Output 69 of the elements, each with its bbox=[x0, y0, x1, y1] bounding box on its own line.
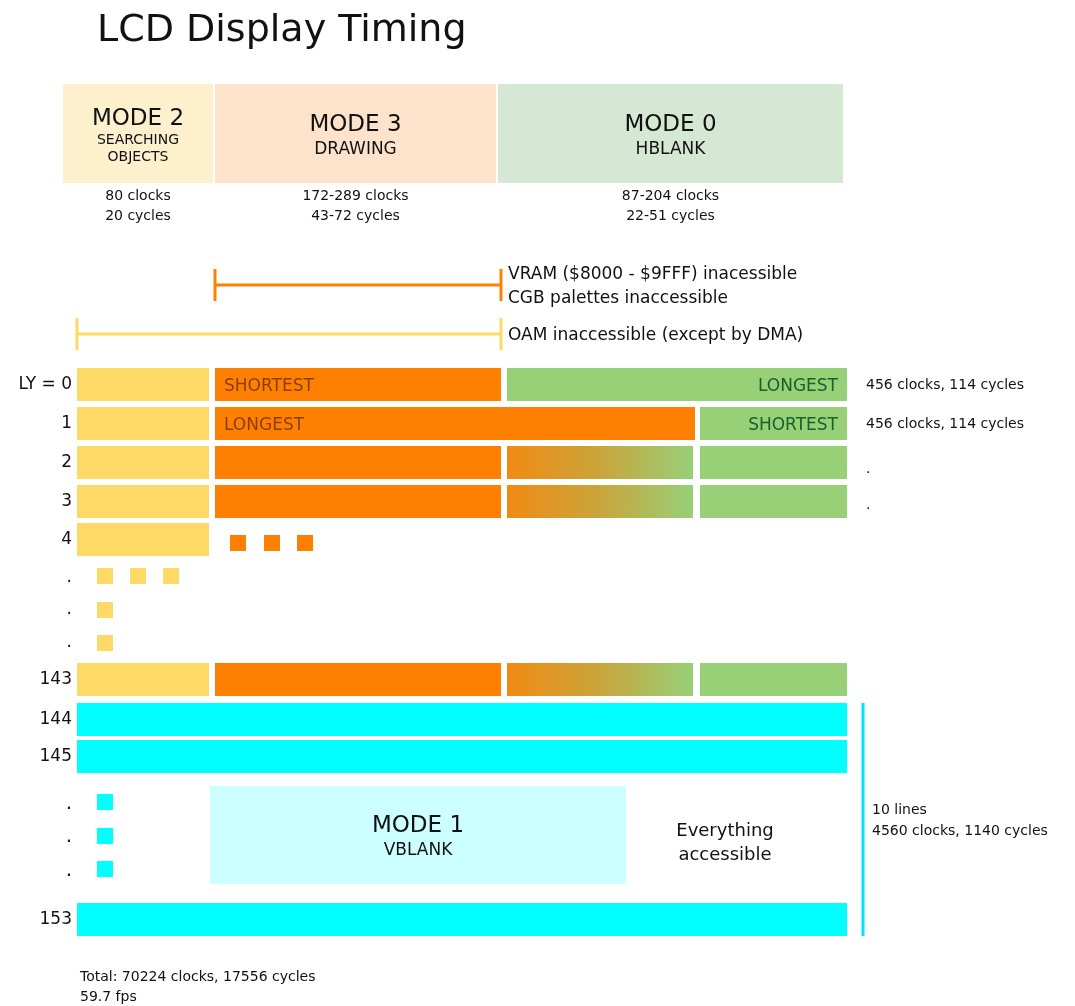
mode-box bbox=[215, 84, 496, 183]
timing-bar bbox=[700, 407, 847, 440]
row-number: LY = 0 bbox=[18, 373, 72, 393]
timing-bar bbox=[700, 485, 847, 518]
timing-bar bbox=[215, 368, 501, 401]
total-text: Total: 70224 clocks, 17556 cycles bbox=[80, 968, 316, 984]
diagram-title: LCD Display Timing bbox=[97, 6, 467, 50]
mode-heading: MODE 2 bbox=[91, 102, 185, 131]
row-number: 3 bbox=[61, 490, 72, 510]
mode-subtitle: SEARCHING OBJECTS bbox=[95, 130, 181, 165]
note-text: OAM inaccessible (except by DMA) bbox=[508, 324, 804, 344]
timing-bar bbox=[700, 446, 847, 479]
note-text: VRAM ($8000 - $9FFF) inacessible bbox=[508, 263, 798, 283]
mode-subtitle: VBLANK bbox=[383, 838, 453, 860]
mode-subtitle: DRAWING bbox=[314, 136, 397, 159]
mode-box bbox=[498, 84, 843, 183]
mode-box bbox=[210, 786, 626, 884]
row-number: 143 bbox=[39, 668, 72, 688]
timing-bar bbox=[507, 446, 693, 479]
line-duration-text: 456 clocks, 114 cycles bbox=[866, 376, 1024, 392]
row-number: 1 bbox=[61, 412, 72, 432]
mode-heading: MODE 0 bbox=[624, 108, 717, 137]
duration-text: 87-204 clocks 22-51 cycles bbox=[620, 186, 721, 225]
note-text: CGB palettes inaccessible bbox=[508, 287, 729, 307]
ellipsis-dot: . bbox=[65, 790, 72, 814]
ellipsis-dot: . bbox=[65, 857, 72, 881]
ellipsis-dot: . bbox=[66, 631, 72, 651]
ellipsis-dot: . bbox=[66, 566, 72, 586]
row-number: 153 bbox=[39, 908, 72, 928]
timing-bar bbox=[77, 740, 847, 773]
bar-label: SHORTEST bbox=[748, 413, 838, 434]
timing-bar bbox=[507, 485, 693, 518]
timing-bar bbox=[77, 368, 209, 401]
ellipsis-dot: . bbox=[65, 823, 72, 847]
duration-text: 172-289 clocks 43-72 cycles bbox=[301, 186, 410, 225]
timing-bar bbox=[215, 446, 501, 479]
bar-label: LONGEST bbox=[757, 374, 838, 395]
timing-bar bbox=[77, 703, 847, 736]
mode-box bbox=[63, 84, 213, 183]
timing-bar bbox=[215, 485, 501, 518]
timing-bar bbox=[507, 663, 693, 696]
mode-heading: MODE 3 bbox=[309, 108, 402, 137]
row-number: 145 bbox=[39, 745, 72, 765]
bar-label: LONGEST bbox=[224, 413, 305, 434]
timing-bar bbox=[77, 446, 209, 479]
note-text: 4560 clocks, 1140 cycles bbox=[872, 822, 1048, 838]
row-number: 144 bbox=[39, 708, 72, 728]
mode-subtitle: HBLANK bbox=[635, 136, 706, 159]
ellipsis-dot: . bbox=[866, 496, 871, 512]
timing-bar bbox=[77, 485, 209, 518]
row-number: 4 bbox=[61, 528, 72, 548]
timing-bar bbox=[77, 903, 847, 936]
line-duration-text: 456 clocks, 114 cycles bbox=[866, 415, 1024, 431]
row-number: 2 bbox=[61, 451, 72, 471]
bar-label: SHORTEST bbox=[224, 374, 314, 395]
ellipsis-dot: . bbox=[66, 598, 72, 618]
total-text: 59.7 fps bbox=[80, 988, 137, 1004]
timing-bar bbox=[77, 523, 209, 556]
timing-bar bbox=[77, 407, 209, 440]
duration-text: 80 clocks 20 cycles bbox=[104, 186, 172, 225]
mode-heading: MODE 1 bbox=[371, 810, 465, 838]
note-text: Everything accessible bbox=[675, 818, 775, 866]
ellipsis-dot: . bbox=[866, 460, 871, 476]
timing-bar bbox=[507, 368, 847, 401]
timing-bar bbox=[77, 663, 209, 696]
timing-bar bbox=[215, 407, 695, 440]
timing-bar bbox=[700, 663, 847, 696]
note-text: 10 lines bbox=[872, 801, 927, 817]
timing-bar bbox=[215, 663, 501, 696]
